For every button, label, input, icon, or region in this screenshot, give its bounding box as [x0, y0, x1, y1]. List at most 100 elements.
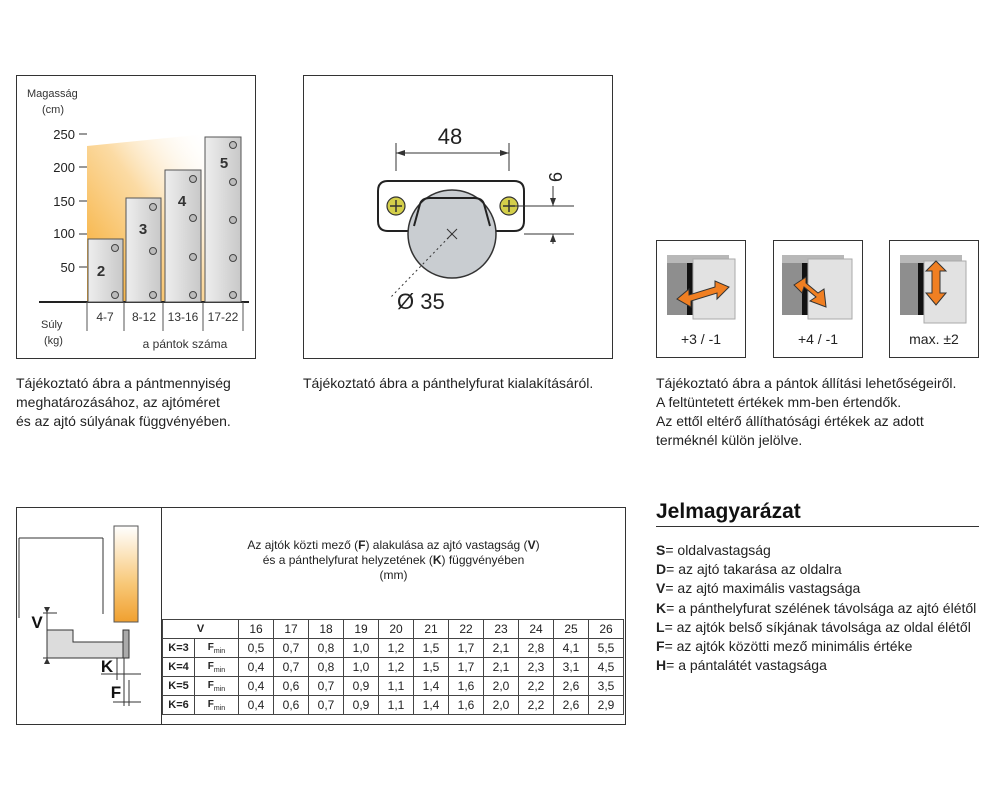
table-cell: 0,7 — [308, 676, 344, 696]
drill-hole-diagram: 48 Ø 35 6 — [303, 75, 613, 359]
v-value: 18 — [308, 619, 344, 639]
legend-text: = az ajtó maximális vastagsága — [665, 580, 861, 597]
k-label: K=6 — [162, 695, 195, 715]
table-cell: 0,4 — [238, 657, 274, 677]
title-key: K — [432, 553, 442, 567]
title-key: V — [527, 538, 536, 552]
door-edge — [113, 525, 139, 623]
legend-key: L — [656, 618, 665, 635]
table-cell: 1,4 — [413, 695, 449, 715]
table-cell: 1,6 — [448, 695, 484, 715]
table-row: K=3 Fmin 0,5 0,7 0,8 1,0 1,2 1,5 1,7 2,1… — [162, 638, 624, 658]
title-unit: (mm) — [379, 568, 408, 582]
hinge-quantity-chart-svg: Magasság (cm) 250 200 150 100 50 2 — [27, 88, 249, 351]
v-value: 20 — [378, 619, 414, 639]
legend-item: L= az ajtók belső síkjának távolsága az … — [656, 618, 976, 637]
caption-line: A feltüntetett értékek mm-ben értendők. — [656, 394, 902, 410]
k-label: K=5 — [162, 676, 195, 696]
adjustment-vertical: max. ±2 — [889, 240, 979, 358]
legend-key: S — [656, 542, 666, 558]
table-row: K=4 Fmin 0,4 0,7 0,8 1,0 1,2 1,5 1,7 2,1… — [162, 657, 624, 677]
bar-weight: 17-22 — [208, 310, 239, 324]
f-symbol: F — [207, 641, 214, 653]
bar-weight: 4-7 — [96, 310, 114, 324]
table-cell: 3,1 — [553, 657, 589, 677]
v-header: V — [162, 619, 239, 639]
table-cell: 1,5 — [413, 638, 449, 658]
f-label: Fmin — [194, 657, 239, 677]
door-bar: 5 — [204, 136, 242, 303]
table-cell: 1,7 — [448, 657, 484, 677]
k-label: K=3 — [162, 638, 195, 658]
table-cell: 0,7 — [273, 657, 309, 677]
adjustment-diagonal: +4 / -1 — [773, 240, 863, 358]
table-cell: 1,5 — [413, 657, 449, 677]
table-cell: 1,2 — [378, 638, 414, 658]
table-cell: 1,6 — [448, 676, 484, 696]
bar-weight: 8-12 — [132, 310, 156, 324]
bar-hinge-count: 3 — [139, 221, 147, 238]
table-cell: 2,1 — [483, 657, 519, 677]
adjustment-caption: Tájékoztató ábra a pántok állítási lehet… — [656, 374, 956, 450]
table-cell: 0,8 — [308, 657, 344, 677]
caption-line: és az ajtó súlyának függvényében. — [16, 413, 231, 429]
dim-f-label: F — [111, 683, 121, 702]
title-text: és a pánthelyfurat helyzetének ( — [262, 553, 433, 567]
table-cell: 0,9 — [343, 676, 379, 696]
legend-item: F= az ajtók közötti mező minimális érték… — [656, 637, 976, 656]
v-value: 24 — [518, 619, 554, 639]
v-value: 23 — [483, 619, 519, 639]
legend-key: F — [656, 638, 665, 655]
y-tick: 50 — [61, 260, 75, 275]
table-header-row: V 16 17 18 19 20 21 22 23 24 25 26 — [162, 619, 624, 639]
f-label: Fmin — [194, 638, 239, 658]
caption-line: Tájékoztató ábra a pántmennyiség — [16, 375, 231, 391]
table-cell: 2,3 — [518, 657, 554, 677]
table-cell: 1,1 — [378, 676, 414, 696]
caption-line: Tájékoztató ábra a pántok állítási lehet… — [656, 375, 957, 391]
y-axis-unit: (cm) — [42, 104, 64, 116]
x-caption: a pántok száma — [143, 337, 228, 351]
table-cell: 2,0 — [483, 695, 519, 715]
caption-line: meghatározásához, az ajtóméret — [16, 394, 220, 410]
legend-text: = oldalvastagság — [665, 542, 771, 558]
v-value: 26 — [588, 619, 624, 639]
legend-text: = a pántalátét vastagsága — [666, 657, 827, 674]
legend-title: Jelmagyarázat — [656, 500, 801, 523]
door-bar: 4 — [164, 169, 202, 303]
legend-item: H= a pántalátét vastagsága — [656, 656, 976, 675]
table-cell: 0,5 — [238, 638, 274, 658]
caption-line: Az ettől eltérő állíthatósági értékek az… — [656, 413, 924, 429]
table-cell: 2,9 — [588, 695, 624, 715]
x-axis-unit: (kg) — [44, 335, 63, 347]
k-label: K=4 — [162, 657, 195, 677]
table-cell: 2,2 — [518, 676, 554, 696]
table-cell: 0,4 — [238, 695, 274, 715]
screw-icon — [386, 196, 406, 216]
bar-weight: 13-16 — [168, 310, 199, 324]
gap-table-title: Az ajtók közti mező (F) alakulása az ajt… — [162, 538, 625, 583]
y-axis-title: Magasság — [27, 88, 78, 100]
horizontal-adjust-icon — [667, 255, 736, 320]
adjustment-label: +4 / -1 — [797, 331, 839, 347]
f-subscript: min — [213, 704, 226, 712]
v-value: 22 — [448, 619, 484, 639]
table-cell: 2,6 — [553, 676, 589, 696]
y-tick: 150 — [53, 194, 75, 209]
legend-list: S= oldalvastagság D= az ajtó takarása az… — [656, 541, 976, 675]
title-text: ) — [535, 538, 540, 552]
caption-line: Tájékoztató ábra a pánthelyfurat kialakí… — [303, 375, 594, 391]
drill-hole-caption: Tájékoztató ábra a pánthelyfurat kialakí… — [303, 374, 593, 393]
v-value: 17 — [273, 619, 309, 639]
title-text: ) alakulása az ajtó vastagság ( — [365, 538, 528, 552]
f-subscript: min — [213, 685, 226, 693]
legend-key: K — [656, 599, 667, 616]
legend-item: S= oldalvastagság — [656, 541, 976, 560]
legend-text: = az ajtók közötti mező minimális értéke — [664, 638, 913, 655]
f-subscript: min — [213, 666, 226, 674]
legend-key: D — [656, 561, 667, 578]
door-bar: 2 — [87, 238, 124, 303]
v-value: 16 — [238, 619, 274, 639]
width-dimension: 48 — [438, 124, 462, 149]
legend-text: = a pánthelyfurat szélének távolsága az … — [666, 599, 977, 616]
